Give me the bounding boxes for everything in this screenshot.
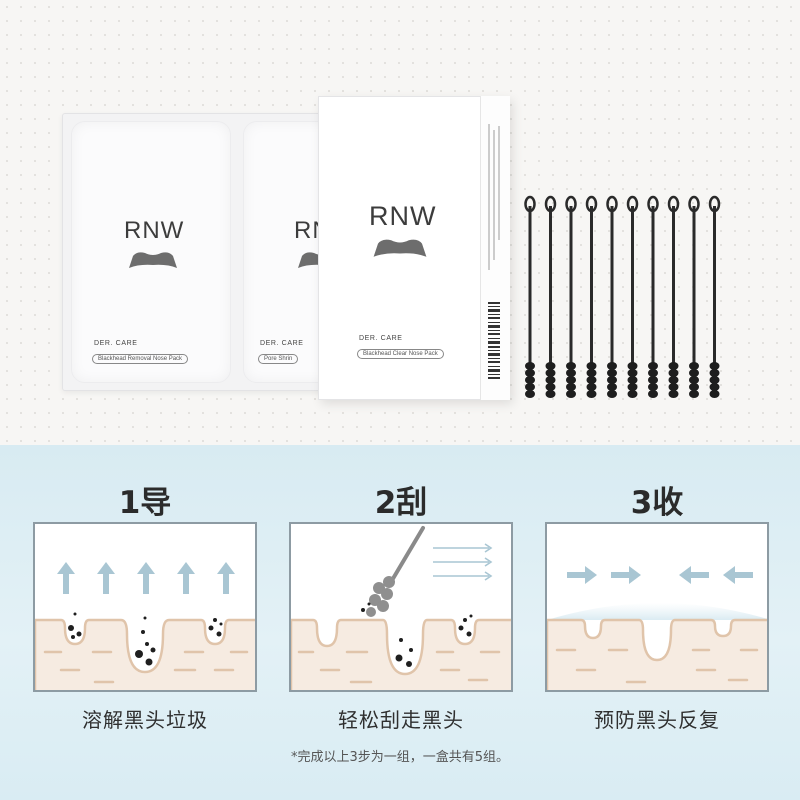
sachet-1-series: DER. CARE <box>94 340 138 347</box>
swab-icon <box>544 195 557 398</box>
blackhead-dots <box>361 602 473 667</box>
sachet-1-name: Blackhead Removal Nose Pack <box>92 354 189 364</box>
box-side-panel <box>480 96 510 400</box>
swab-icon <box>688 195 700 398</box>
footnote: *完成以上3步为一组，一盒共有5组。 <box>290 750 510 765</box>
skin-cross-section <box>291 618 511 690</box>
swab-icon <box>565 195 577 398</box>
skin-cross-section <box>35 618 255 690</box>
product-photo: RNW DER. CARE Blackhead Removal Nose Pac… <box>0 0 800 445</box>
sachet-strip: RNW DER. CARE Blackhead Removal Nose Pac… <box>62 113 383 391</box>
step-1-illustration <box>33 522 257 692</box>
swab-icon <box>626 195 639 398</box>
box-series: DER. CARE <box>359 335 403 342</box>
sachet-1-brand: RNW <box>124 217 185 244</box>
inward-arrow-icon <box>567 566 753 584</box>
swab-icon <box>708 195 721 398</box>
sachet-2-series: DER. CARE <box>260 340 304 347</box>
nose-strip-icon <box>129 252 177 268</box>
barcode-icon <box>488 302 500 379</box>
swab-icon <box>647 195 659 398</box>
step-1-caption: 溶解黑头垃圾 <box>82 708 208 732</box>
step-2-title: 2刮 <box>374 485 428 521</box>
up-arrow-icon <box>57 562 235 594</box>
box-side-print <box>488 124 500 270</box>
box-brand: RNW <box>369 201 437 231</box>
sachet-2-name: Pore Shrin <box>258 354 299 364</box>
blackhead-dots <box>68 612 223 666</box>
step-3-title: 3收 <box>630 485 684 521</box>
swab-icon <box>524 195 536 398</box>
product-box: RNW DER. CARE Blackhead Clear Nose Pack <box>318 96 510 400</box>
spatula-swabs <box>524 195 721 398</box>
motion-lines-icon <box>433 543 493 581</box>
protective-film <box>547 603 767 620</box>
step-2-illustration <box>289 522 513 692</box>
step-3-caption: 预防黑头反复 <box>594 708 720 732</box>
step-1-title: 1导 <box>118 485 172 521</box>
swab-icon <box>606 195 618 398</box>
nose-strip-icon <box>373 239 427 257</box>
step-3-illustration <box>545 522 769 692</box>
swab-icon <box>585 195 598 398</box>
step-2-caption: 轻松刮走黑头 <box>338 708 464 732</box>
sachet-blackhead-removal: RNW DER. CARE Blackhead Removal Nose Pac… <box>71 121 231 383</box>
swab-icon <box>667 195 680 398</box>
skin-cross-section <box>547 618 767 690</box>
box-name: Blackhead Clear Nose Pack <box>357 349 444 359</box>
spatula-tool-icon <box>366 526 425 617</box>
